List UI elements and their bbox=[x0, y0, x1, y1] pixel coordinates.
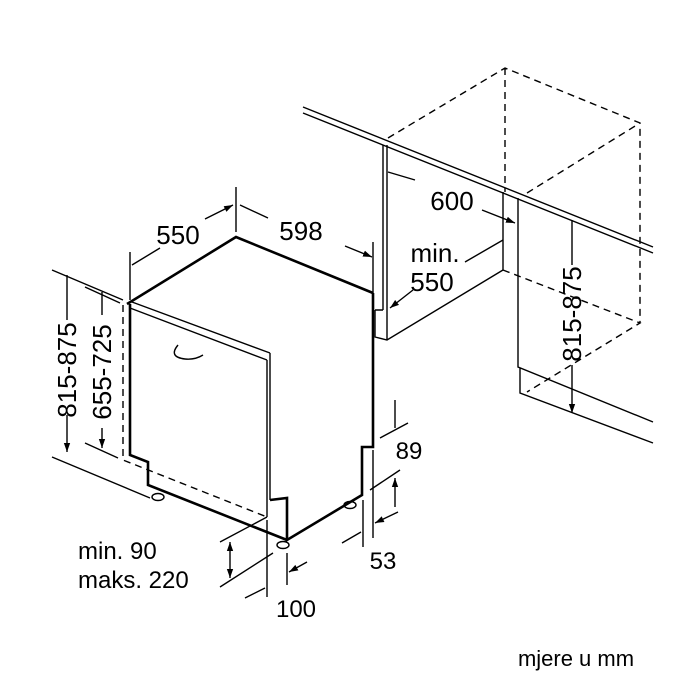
door-height-label: 655-725 bbox=[87, 324, 117, 419]
dimension-lines bbox=[51, 171, 572, 599]
door-handle bbox=[173, 344, 204, 360]
rear-height-label: 89 bbox=[396, 438, 423, 465]
foot-front bbox=[276, 540, 290, 550]
side-offset-label: 53 bbox=[370, 548, 397, 575]
dishwasher bbox=[122, 235, 375, 550]
door-outline-dashed bbox=[122, 305, 268, 518]
plinth-max-label: maks. 220 bbox=[78, 567, 189, 594]
dashed-upper-cabinet bbox=[387, 67, 642, 393]
right-cabinet-side bbox=[502, 192, 654, 444]
width-label: 598 bbox=[279, 216, 322, 246]
left-cabinet-side bbox=[374, 145, 504, 341]
countertop bbox=[302, 106, 654, 254]
depth-label: 550 bbox=[156, 220, 199, 250]
height-left-label: 815-875 bbox=[52, 322, 82, 417]
foot-right bbox=[343, 500, 357, 510]
plinth-min-label: min. 90 bbox=[78, 538, 157, 565]
door-top-edge bbox=[129, 301, 271, 517]
niche-depth-value-label: 550 bbox=[410, 267, 453, 297]
kitchen-cabinet-niche bbox=[302, 67, 654, 444]
units-note: mjere u mm bbox=[518, 646, 634, 671]
dishwasher-top bbox=[126, 235, 374, 306]
niche-width-label: 600 bbox=[430, 186, 473, 216]
dishwasher-side bbox=[269, 293, 375, 543]
foot-offset-label: 100 bbox=[276, 596, 316, 623]
niche-depth-min-label: min. bbox=[410, 238, 459, 268]
dishwasher-front bbox=[128, 304, 288, 542]
foot-left bbox=[151, 492, 165, 502]
height-right-label: 815-875 bbox=[557, 266, 587, 361]
